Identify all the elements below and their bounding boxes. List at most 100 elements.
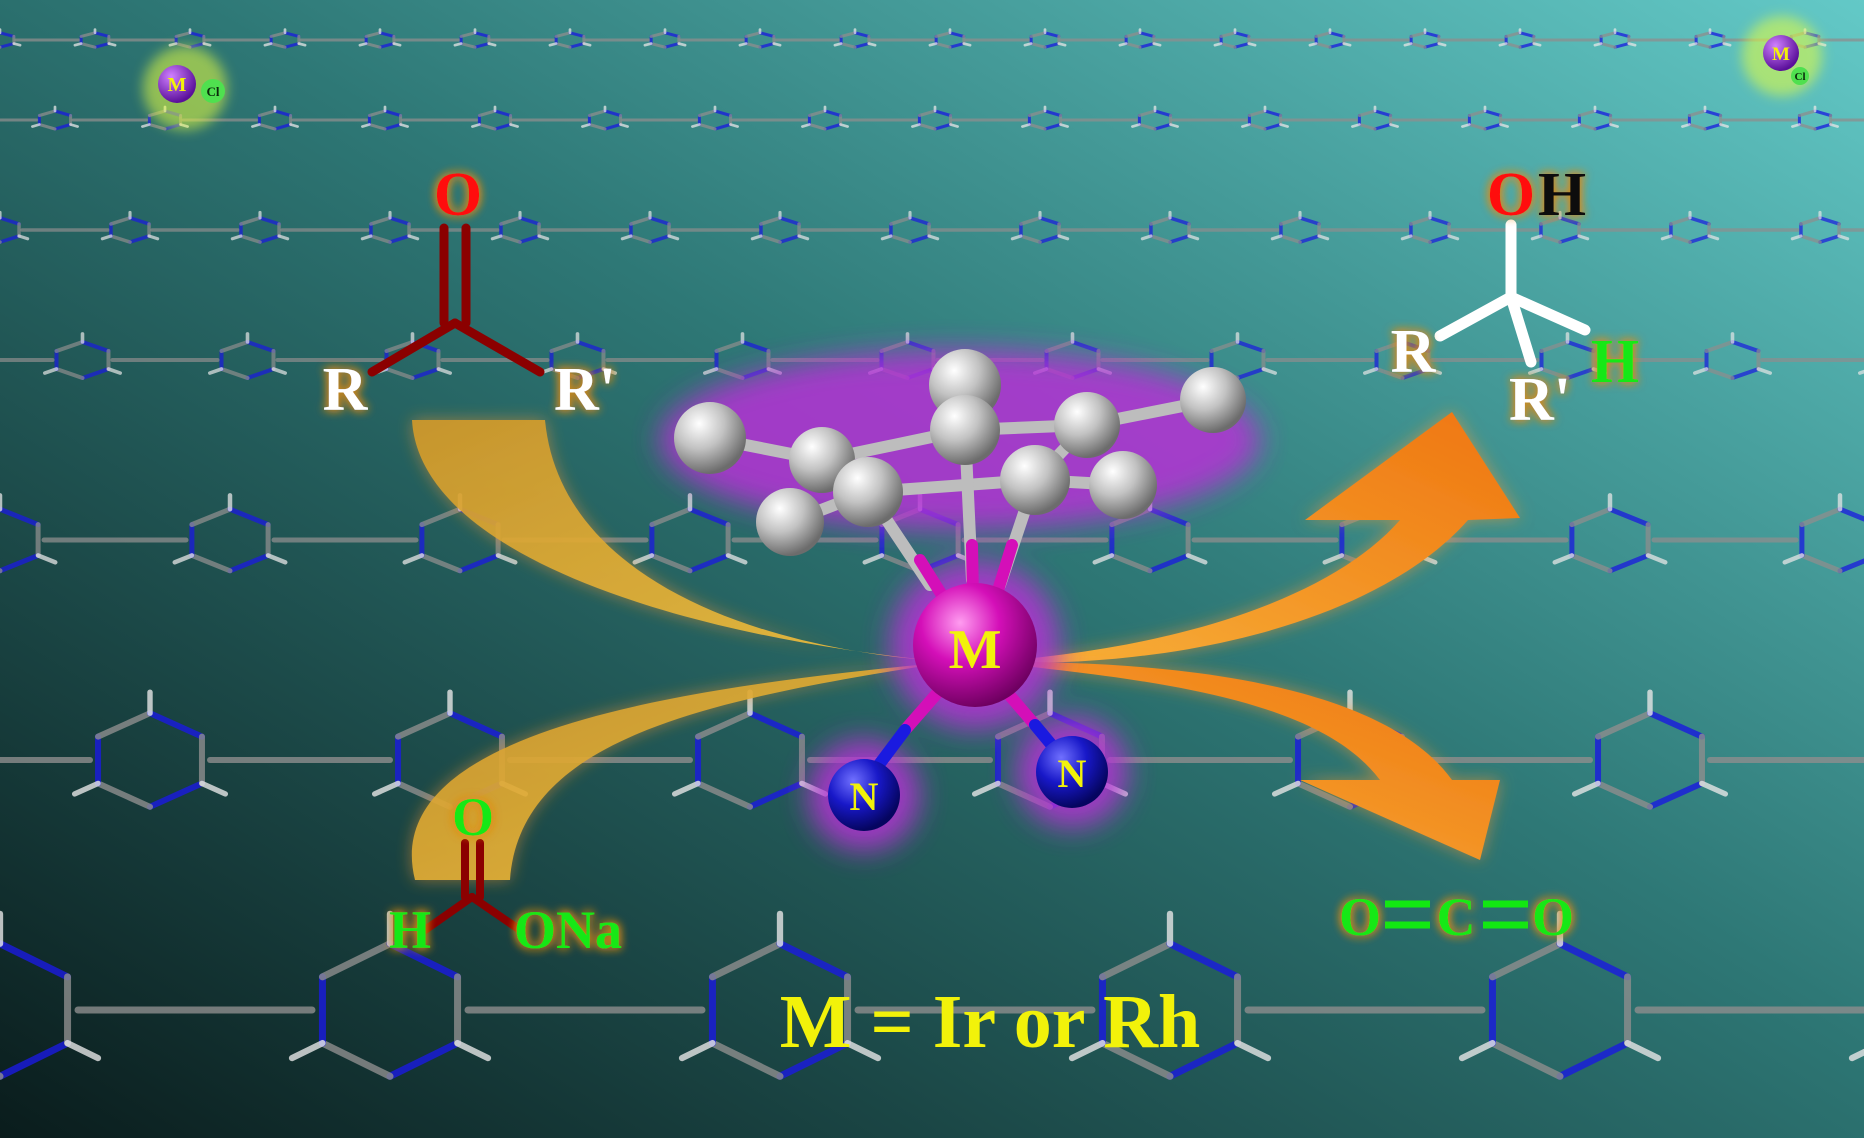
framework-bond [747,710,805,740]
nitrogen-atom-icon [828,759,900,831]
framework-bond [844,1040,882,1062]
framework-bond [109,234,132,244]
framework-bond [629,234,652,244]
co2-oxygen-right-label: O [1532,887,1574,947]
framework-bond [1528,367,1544,375]
framework-bond [1645,553,1668,565]
framework-bond [1624,1040,1662,1062]
framework-bond [862,553,885,565]
framework-bond [1599,31,1617,38]
framework-bond [1363,367,1379,375]
site-metal-label: M [1772,44,1790,65]
framework-bond [549,340,580,353]
framework-bond [632,553,655,565]
framework-bond [1593,42,1603,47]
framework-bond [269,31,287,38]
framework-bond [725,553,748,565]
framework-bond [1799,234,1822,244]
framework-bond [1247,42,1257,47]
framework-bond [1043,123,1063,131]
framework-bond [575,367,606,380]
framework-bond [219,367,250,380]
catalyst-complex: M N N [660,349,1260,851]
framework-bond [1373,109,1393,117]
framework-bond [0,552,41,574]
framework-bond [1147,552,1191,574]
framework-bond [0,31,16,38]
framework-bond [189,552,233,574]
framework-bond [1057,234,1070,241]
framework-bond [1571,123,1581,128]
framework-bond [509,123,519,128]
framework-bond [289,123,299,128]
framework-bond [388,216,411,226]
framework-bond [587,109,607,117]
framework-bond [1599,42,1617,49]
framework-bond [1687,109,1707,117]
framework-bond [1298,216,1321,226]
alcohol-structure: O H R H R' [1391,161,1640,434]
framework-bond [1261,367,1277,375]
nitrogen-atom-icon [1036,736,1108,808]
ketone-r-prime-label: R' [554,356,616,424]
framework-bond [1166,1039,1242,1080]
framework-bond [1818,216,1841,226]
framework-bond [1098,940,1174,981]
framework-bond [230,234,243,241]
framework-bond [839,31,857,38]
framework-bond [1687,123,1707,131]
framework-bond [933,123,953,131]
framework-bond [457,552,501,574]
framework-bond [239,216,262,226]
framework-bond [1423,42,1441,49]
arrow-ketone-to-metal [412,420,950,662]
framework-bond [188,42,206,49]
framework-bond [388,234,411,244]
framework-bond [361,123,371,128]
framework-bond [703,367,719,375]
framework-bond [927,234,940,241]
framework-bond [360,234,373,241]
framework-bond [490,234,503,241]
framework-bond [318,940,394,981]
framework-bond [1703,123,1723,131]
framework-bond [1556,940,1632,981]
framework-bond [369,216,392,226]
framework-bond [1187,234,1200,241]
framework-bond [0,1039,72,1080]
framework-bond [459,31,477,38]
framework-bond [1467,123,1487,131]
framework-bond [378,42,396,49]
framework-bond [147,234,160,241]
framework-bond [273,109,293,117]
framework-bond [31,123,41,128]
framework-bond [1317,234,1330,241]
framework-bond [1219,31,1237,38]
framework-bond [1373,123,1393,131]
framework-bond [1694,31,1712,38]
framework-bond [797,234,810,241]
framework-bond [1518,31,1536,38]
framework-bond [172,553,195,565]
framework-bond [1669,234,1692,244]
framework-bond [283,31,301,38]
framework-bond [908,234,931,244]
framework-bond [554,42,572,49]
framework-bond [776,1039,852,1080]
framework-bond [1799,552,1843,574]
framework-bond [619,123,629,128]
framework-bond [917,123,937,131]
ketone-oxygen-label: O [434,161,482,229]
framework-bond [1057,42,1067,47]
framework-bond [487,42,497,47]
framework-bond [1613,31,1631,38]
framework-bond [807,109,827,117]
framework-bond [1209,340,1240,353]
framework-bond [708,1039,784,1080]
framework-bond [1790,234,1803,241]
framework-bond [1428,216,1451,226]
methyl-carbon-icon [756,488,824,556]
framework-bond [518,234,541,244]
framework-bond [1447,234,1460,241]
methyl-carbon-icon [1180,367,1246,433]
